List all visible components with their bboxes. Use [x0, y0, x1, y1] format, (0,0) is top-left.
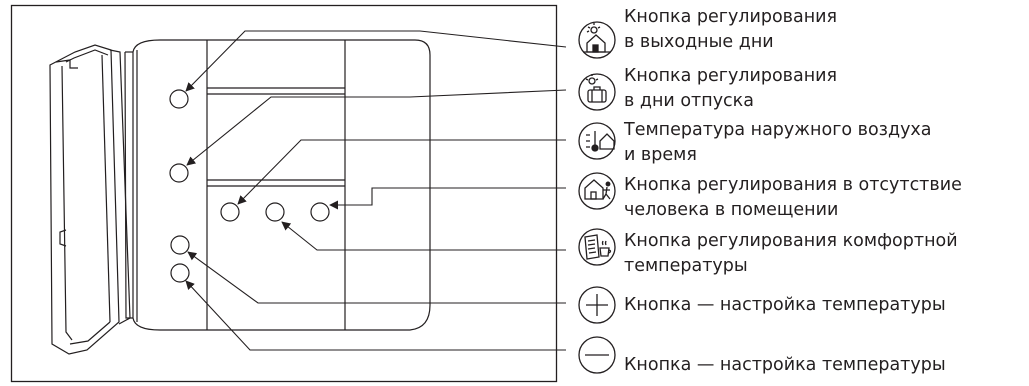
leader-line-weekend	[185, 30, 567, 92]
leader-lines	[185, 30, 567, 351]
thermostat-open-lid	[49, 44, 131, 355]
callout-comfort-line-1: Кнопка регулирования комфортной	[624, 231, 958, 251]
callout-minus-label: Кнопка — настройка температуры	[624, 353, 946, 378]
callout-absence-line-1: Кнопка регулирования в отсутствие	[624, 175, 962, 195]
outdoor-thermometer-house-icon	[578, 122, 616, 160]
thermostat-body	[124, 39, 431, 331]
callout-vacation-line-1: Кнопка регулирования	[624, 66, 838, 86]
device-button-plus	[170, 235, 190, 255]
callout-plus-line-1: Кнопка — настройка температуры	[624, 295, 946, 315]
callout-weekend-line-1: Кнопка регулирования	[624, 7, 838, 27]
device-button-outdoor-temp	[220, 202, 240, 222]
callout-weekend-line-2: в выходные дни	[624, 32, 774, 52]
device-button-weekend	[169, 89, 189, 109]
callout-plus-label: Кнопка — настройка температуры	[624, 293, 946, 318]
plus-icon	[578, 286, 616, 324]
device-buttons	[169, 89, 330, 283]
leader-line-vacation	[186, 89, 567, 166]
device-button-minus	[170, 263, 190, 283]
leader-line-outdoor-temp	[237, 139, 566, 205]
callout-outdoor-temp-line-1: Температура наружного воздуха	[624, 120, 932, 140]
callout-vacation-label: Кнопка регулирования в дни отпуска	[624, 64, 837, 114]
leader-line-minus	[185, 280, 566, 351]
callout-outdoor-temp-label: Температура наружного воздуха и время	[624, 118, 932, 168]
callout-absence-line-2: человека в помещении	[624, 200, 839, 220]
callout-comfort-line-2: температуры	[624, 256, 748, 276]
callout-minus-line-1: Кнопка — настройка температуры	[624, 355, 946, 375]
weekend-house-sun-icon	[578, 21, 616, 59]
callout-absence-label: Кнопка регулирования в отсутствие челове…	[624, 173, 962, 223]
minus-icon	[578, 336, 616, 374]
leader-line-comfort	[281, 221, 566, 251]
device-button-vacation	[169, 163, 189, 183]
callout-weekend-label: Кнопка регулирования в выходные дни	[624, 5, 837, 55]
person-leaving-house-icon	[578, 172, 616, 210]
diagram-frame	[10, 4, 558, 383]
newspaper-coffee-comfort-icon	[578, 228, 616, 266]
callout-comfort-label: Кнопка регулирования комфортной температ…	[624, 229, 958, 279]
leader-line-absence	[329, 187, 566, 210]
device-button-comfort	[265, 202, 285, 222]
callout-outdoor-temp-line-2: и время	[624, 145, 697, 165]
callout-vacation-line-2: в дни отпуска	[624, 91, 754, 111]
vacation-suitcase-icon	[578, 73, 616, 111]
leader-line-plus	[187, 251, 566, 304]
device-button-absence	[310, 202, 330, 222]
